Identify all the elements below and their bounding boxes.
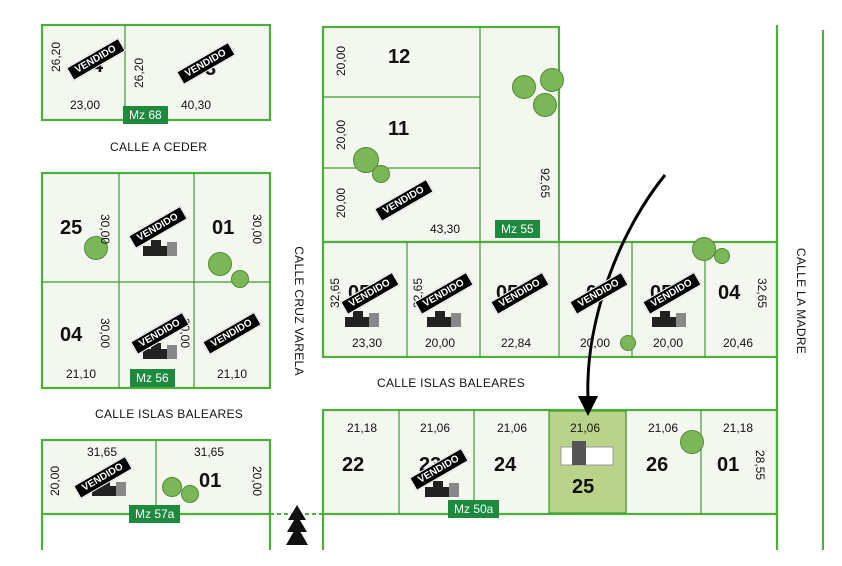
house-icon	[143, 240, 177, 256]
dimension-label: 32,65	[755, 277, 769, 309]
house-icon	[652, 311, 686, 327]
dimension-label: 20,00	[250, 465, 264, 497]
house-icon	[143, 343, 177, 359]
dimension-label: 21,18	[347, 421, 378, 435]
dimension-label: 22,84	[501, 336, 532, 350]
dimension-label: 40,30	[181, 98, 212, 112]
lot-number[interactable]: 04	[718, 282, 741, 304]
lot-number[interactable]: 01	[199, 470, 222, 492]
dimension-label: 20,00	[425, 336, 456, 350]
lot-number[interactable]: 04	[60, 324, 83, 346]
block-mz55-lower-outline[interactable]	[321, 240, 779, 359]
dimension-label: 20,46	[723, 336, 754, 350]
lot-number[interactable]: 11	[388, 118, 410, 140]
tree-icon	[231, 270, 249, 288]
house-icon	[427, 311, 461, 327]
tree-icon	[84, 236, 108, 260]
lot-number[interactable]: 22	[342, 454, 365, 476]
dimension-label: 32,65	[328, 277, 342, 309]
lot-number[interactable]: 12	[388, 46, 411, 68]
tree-icon	[372, 165, 390, 183]
block-badge-mz68[interactable]: Mz 68	[123, 106, 168, 124]
pine-tree-icon	[288, 505, 306, 520]
lot-number[interactable]: 01	[717, 454, 740, 476]
dimension-label: 21,06	[648, 421, 679, 435]
tree-icon	[208, 252, 232, 276]
dimension-label: 21,06	[497, 421, 528, 435]
dimension-label: 30,00	[98, 317, 112, 349]
tree-icon	[181, 485, 199, 503]
street-label-calle-a-ceder: CALLE A CEDER	[110, 140, 208, 154]
dimension-label: 21,18	[723, 421, 754, 435]
block-badge-mz50a[interactable]: Mz 50a	[448, 500, 500, 518]
dimension-label: 26,20	[49, 41, 63, 73]
dimension-label: 23,30	[352, 336, 383, 350]
tree-icon	[162, 477, 182, 497]
tree-icon	[680, 430, 704, 454]
street-label-calle-islas-baleares-left: CALLE ISLAS BALEARES	[95, 407, 244, 421]
dimension-label: 30,00	[250, 213, 264, 245]
block-badge-mz55[interactable]: Mz 55	[495, 220, 540, 238]
dimension-label: 21,06	[570, 421, 601, 435]
lot-number[interactable]: 01	[212, 217, 235, 239]
dimension-label: 20,00	[334, 187, 348, 219]
house-icon	[92, 480, 126, 496]
street-label-calle-islas-baleares-top: CALLE ISLAS BALEARES	[377, 376, 526, 390]
dimension-label: 20,00	[334, 45, 348, 77]
tree-icon	[692, 237, 716, 261]
dimension-label: 31,65	[194, 445, 225, 459]
tree-icon	[620, 335, 636, 351]
dimension-label: 92,65	[538, 167, 552, 199]
dimension-label: 20,00	[48, 465, 62, 497]
dimension-label: 23,00	[70, 98, 101, 112]
dimension-label: 20,00	[653, 336, 684, 350]
block-mz55-outline[interactable]	[321, 25, 561, 244]
block-badge-mz56[interactable]: Mz 56	[130, 369, 175, 387]
tree-icon	[533, 93, 557, 117]
dimension-label: 20,00	[580, 336, 611, 350]
street-label-calle-la-madre: CALLE LA MADRE	[794, 247, 808, 355]
dimension-label: 21,10	[217, 367, 248, 381]
lot-number[interactable]: 26	[646, 454, 669, 476]
house-icon	[425, 481, 459, 497]
tree-icon	[714, 248, 730, 264]
house-icon	[345, 311, 379, 327]
tree-icon	[512, 75, 536, 99]
dimension-label: 21,06	[420, 421, 451, 435]
dimension-label: 43,30	[430, 222, 461, 236]
block-badge-mz57a[interactable]: Mz 57a	[129, 505, 181, 523]
street-label-calle-cruz-varela: CALLE CRUZ VARELA	[292, 246, 306, 376]
dimension-label: 26,20	[132, 57, 146, 89]
dimension-label: 21,10	[66, 367, 97, 381]
lot-number[interactable]: 24	[494, 454, 517, 476]
dimension-label: 31,65	[87, 445, 118, 459]
dimension-label: 20,00	[334, 119, 348, 151]
lot-number-highlighted[interactable]: 25	[572, 476, 595, 498]
tree-icon	[540, 68, 564, 92]
dimension-label: 28,55	[753, 449, 767, 481]
lot-number[interactable]: 25	[60, 217, 83, 239]
dimension-label: 30,00	[98, 213, 112, 245]
